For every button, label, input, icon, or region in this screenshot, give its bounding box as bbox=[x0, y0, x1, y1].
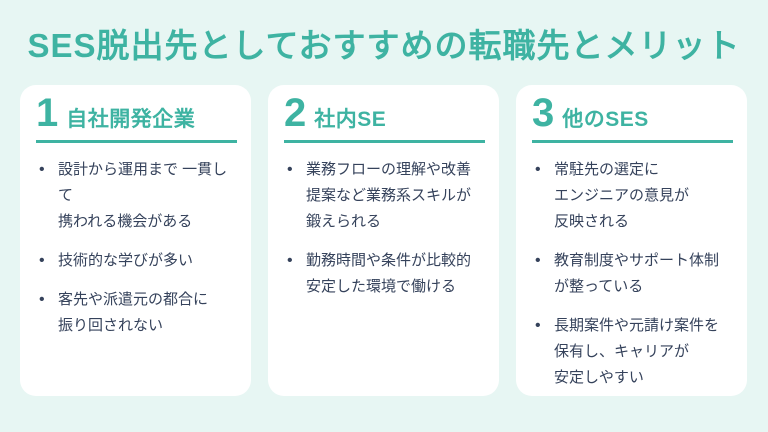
card-number: 2 bbox=[284, 91, 307, 135]
card-header: 2 社内SE bbox=[284, 93, 485, 143]
card-heading: 自社開発企業 bbox=[66, 108, 196, 131]
bullet-item: 長期案件や元請け案件を 保有し、キャリアが 安定しやすい bbox=[532, 313, 733, 391]
bullet-list: 業務フローの理解や改善 提案など業務系スキルが 鍛えられる 勤務時間や条件が比較… bbox=[284, 157, 485, 300]
card-internal-se: 2 社内SE 業務フローの理解や改善 提案など業務系スキルが 鍛えられる 勤務時… bbox=[268, 85, 499, 396]
cards-container: 1 自社開発企業 設計から運用まで 一貫して 携われる機会がある 技術的な学びが… bbox=[0, 85, 768, 432]
card-heading: 社内SE bbox=[314, 108, 387, 131]
card-inhouse-dev: 1 自社開発企業 設計から運用まで 一貫して 携われる機会がある 技術的な学びが… bbox=[20, 85, 251, 396]
card-number: 3 bbox=[532, 91, 555, 135]
bullet-item: 常駐先の選定に エンジニアの意見が 反映される bbox=[532, 157, 733, 235]
bullet-item: 客先や派遣元の都合に 振り回されない bbox=[36, 287, 237, 339]
bullet-item: 勤務時間や条件が比較的 安定した環境で働ける bbox=[284, 248, 485, 300]
card-heading: 他のSES bbox=[562, 108, 649, 131]
card-other-ses: 3 他のSES 常駐先の選定に エンジニアの意見が 反映される 教育制度やサポー… bbox=[516, 85, 747, 396]
title-bar: SES脱出先としておすすめの転職先とメリット bbox=[0, 0, 768, 85]
main-title: SES脱出先としておすすめの転職先とメリット bbox=[27, 26, 741, 64]
bullet-list: 常駐先の選定に エンジニアの意見が 反映される 教育制度やサポート体制 が整って… bbox=[532, 157, 733, 391]
bullet-item: 設計から運用まで 一貫して 携われる機会がある bbox=[36, 157, 237, 235]
bullet-item: 業務フローの理解や改善 提案など業務系スキルが 鍛えられる bbox=[284, 157, 485, 235]
bullet-item: 技術的な学びが多い bbox=[36, 248, 237, 274]
card-number: 1 bbox=[36, 91, 59, 135]
bullet-item: 教育制度やサポート体制 が整っている bbox=[532, 248, 733, 300]
bullet-list: 設計から運用まで 一貫して 携われる機会がある 技術的な学びが多い 客先や派遣元… bbox=[36, 157, 237, 339]
card-header: 3 他のSES bbox=[532, 93, 733, 143]
card-header: 1 自社開発企業 bbox=[36, 93, 237, 143]
